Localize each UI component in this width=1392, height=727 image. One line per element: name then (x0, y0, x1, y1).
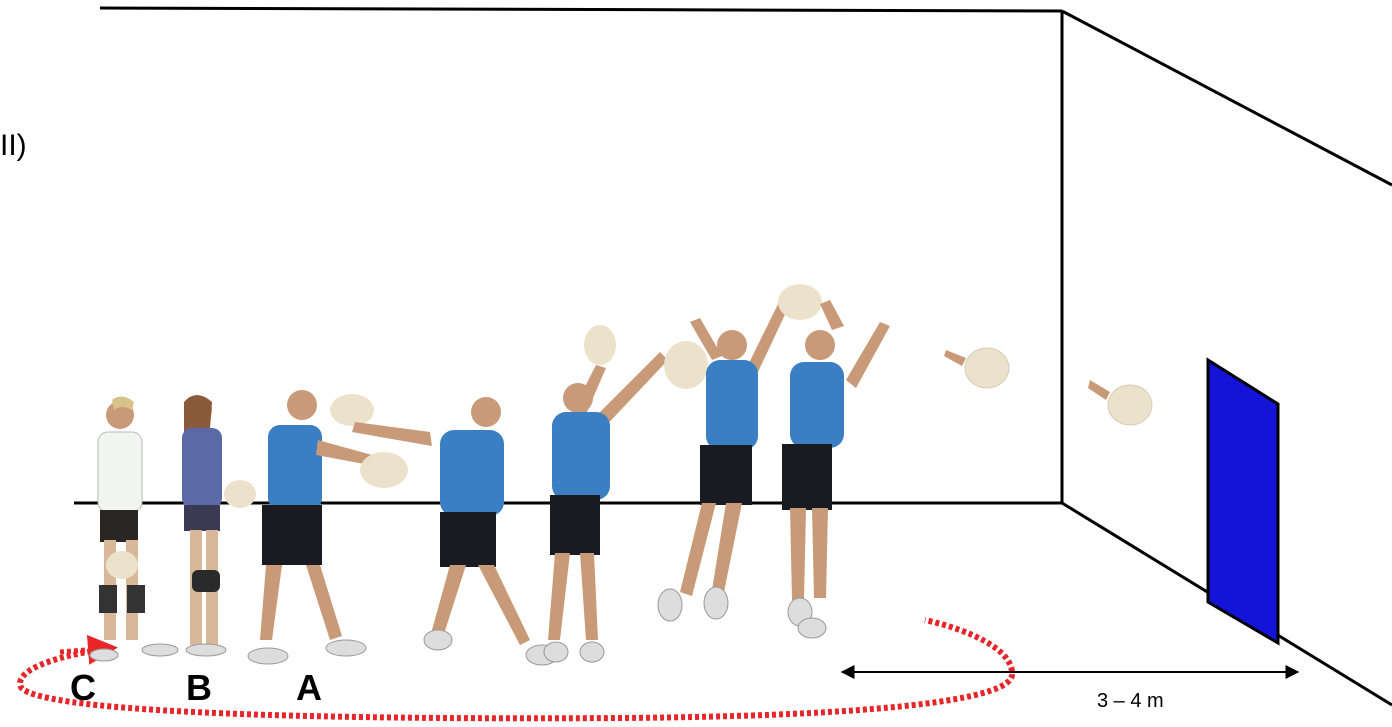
thrown-ball-2 (1088, 380, 1152, 425)
target-panel (1208, 360, 1278, 643)
serve-sequence-figure-2 (544, 325, 668, 662)
player-label-b: B (186, 667, 212, 708)
serve-sequence-figure-1 (352, 397, 558, 665)
side-label: II) (0, 129, 27, 162)
player-label-a: A (296, 667, 322, 708)
ceiling-line (100, 8, 1062, 11)
side-ceiling-line (1062, 11, 1392, 185)
player-c-figure (90, 396, 178, 661)
distance-label: 3 – 4 m (1097, 690, 1164, 712)
thrown-ball-1 (944, 348, 1009, 388)
player-b-figure (182, 395, 256, 656)
serve-sequence-figure-4 (778, 284, 890, 638)
player-label-c: C (70, 667, 96, 708)
serve-sequence-figure-3 (658, 300, 790, 621)
